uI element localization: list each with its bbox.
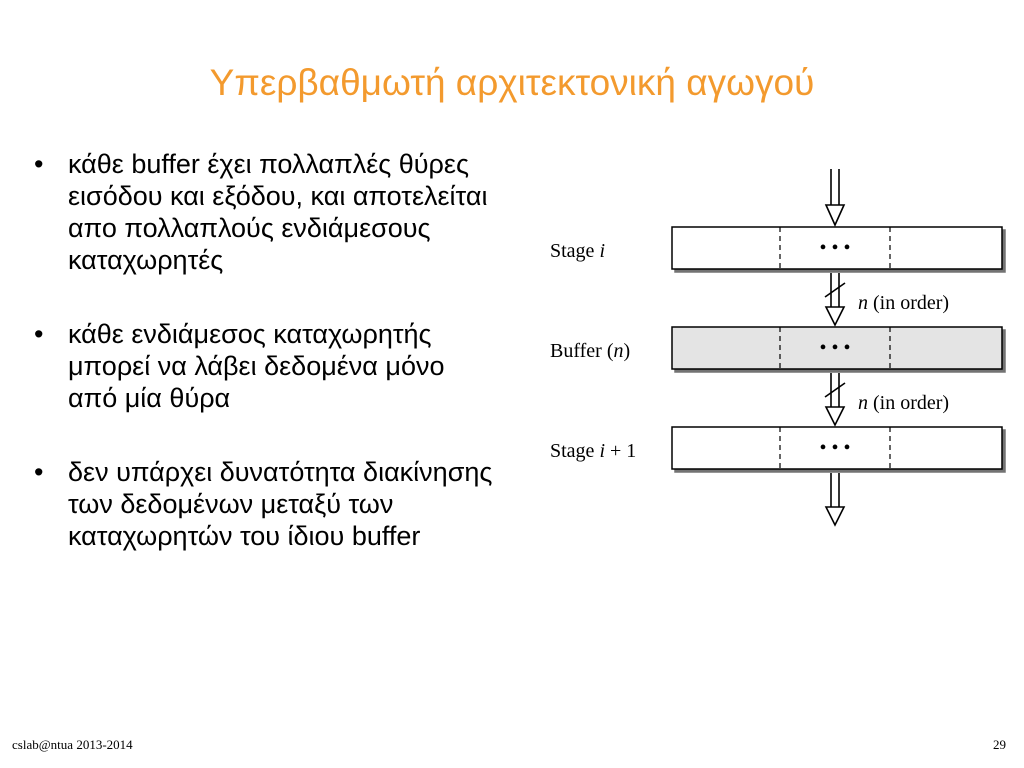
svg-text:Buffer (n): Buffer (n) bbox=[550, 340, 630, 362]
ellipsis-icon: • • • bbox=[819, 237, 850, 259]
row-label-var: i bbox=[599, 240, 605, 262]
pipeline-diagram: Stage i • • • n (in order) Buffer (n) • … bbox=[550, 169, 1003, 527]
svg-text:Stage i: Stage i bbox=[550, 240, 605, 262]
row-label: Stage bbox=[550, 440, 599, 462]
page-number: 29 bbox=[993, 737, 1006, 752]
row-label-var: i bbox=[599, 440, 605, 462]
footer-credit: cslab@ntua 2013-2014 bbox=[12, 737, 133, 752]
stage-i-plus-1-box bbox=[671, 426, 1003, 470]
buffer-row: Buffer (n) • • • bbox=[550, 326, 1003, 370]
bullet-item: • κάθε buffer έχει πολλαπλές θύρες εισόδ… bbox=[30, 148, 500, 276]
connector-label: n (in order) bbox=[858, 292, 949, 314]
bullet-item: • δεν υπάρχει δυνατότητα διακίνησης των … bbox=[30, 456, 500, 552]
ellipsis-icon: • • • bbox=[819, 337, 850, 359]
bullet-dot-icon: • bbox=[34, 457, 44, 487]
bullet-dot-icon: • bbox=[34, 319, 44, 349]
connector-arrow-icon bbox=[824, 373, 846, 427]
bullet-list: • κάθε buffer έχει πολλαπλές θύρες εισόδ… bbox=[30, 148, 500, 594]
row-label-suffix: + 1 bbox=[605, 440, 636, 462]
output-arrow-icon bbox=[824, 473, 846, 527]
input-arrow-icon bbox=[824, 169, 846, 227]
buffer-box bbox=[671, 326, 1003, 370]
slide-title: Υπερβαθμωτή αρχιτεκτονική αγωγού bbox=[209, 62, 815, 103]
stage-i-row: Stage i • • • bbox=[550, 226, 1003, 270]
row-label-suffix: ) bbox=[624, 340, 631, 362]
bullet-text: κάθε ενδιάμεσος καταχωρητής μπορεί να λά… bbox=[68, 319, 445, 413]
row-label-var: n bbox=[614, 340, 624, 362]
bullet-text: δεν υπάρχει δυνατότητα διακίνησης των δε… bbox=[68, 457, 493, 551]
connector-arrow-icon bbox=[824, 273, 846, 327]
row-label: Buffer ( bbox=[550, 340, 614, 362]
row-label: Stage bbox=[550, 240, 599, 262]
bullet-item: • κάθε ενδιάμεσος καταχωρητής μπορεί να … bbox=[30, 318, 500, 414]
bullet-dot-icon: • bbox=[34, 149, 44, 179]
stage-i-plus-1-row: Stage i + 1 • • • bbox=[550, 426, 1003, 470]
connector-label: n (in order) bbox=[858, 392, 949, 414]
bullet-text: κάθε buffer έχει πολλαπλές θύρες εισόδου… bbox=[68, 149, 488, 275]
ellipsis-icon: • • • bbox=[819, 437, 850, 459]
svg-text:Stage i + 1: Stage i + 1 bbox=[550, 440, 636, 462]
stage-i-box bbox=[671, 226, 1003, 270]
